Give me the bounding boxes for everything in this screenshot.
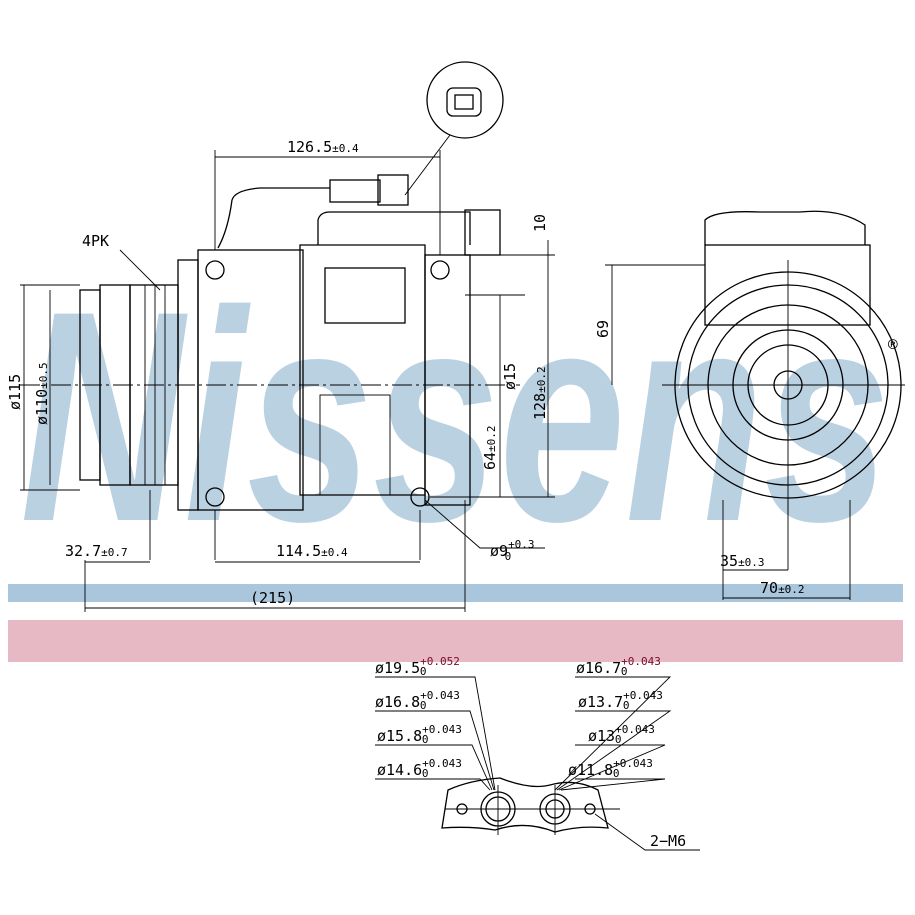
dim-height: 128±0.2 <box>531 366 549 420</box>
dim-mount-spacing: 114.5±0.4 <box>276 542 348 560</box>
compressor-side-view <box>20 174 520 511</box>
dim-port-offset: 10 <box>531 214 549 232</box>
dim-overall-length: (215) <box>250 589 295 607</box>
dim-belt-type: 4PK <box>82 232 109 250</box>
dim-pulley-inner: ø110±0.5 <box>33 362 51 425</box>
pink-band <box>8 620 903 662</box>
dim-top-width: 126.5±0.4 <box>287 138 359 156</box>
dim-side-width: 70±0.2 <box>760 579 805 597</box>
compressor-front-view <box>662 210 905 515</box>
dim-pulley-outer: ø115 <box>6 374 24 410</box>
thread-spec: 2−M6 <box>650 832 686 850</box>
dim-side-height: 69 <box>594 320 612 338</box>
dim-hole-dia: ø15 <box>501 363 519 390</box>
dim-side-half: 35±0.3 <box>720 552 765 570</box>
nissens-watermark: Nissens <box>20 248 890 584</box>
connector-detail <box>404 61 504 196</box>
blue-band <box>8 584 903 602</box>
dim-clutch-offset: 32.7±0.7 <box>65 542 128 560</box>
port-flange <box>375 676 700 851</box>
dimension-lines <box>20 150 851 612</box>
dim-hole-height: 64±0.2 <box>481 425 499 470</box>
